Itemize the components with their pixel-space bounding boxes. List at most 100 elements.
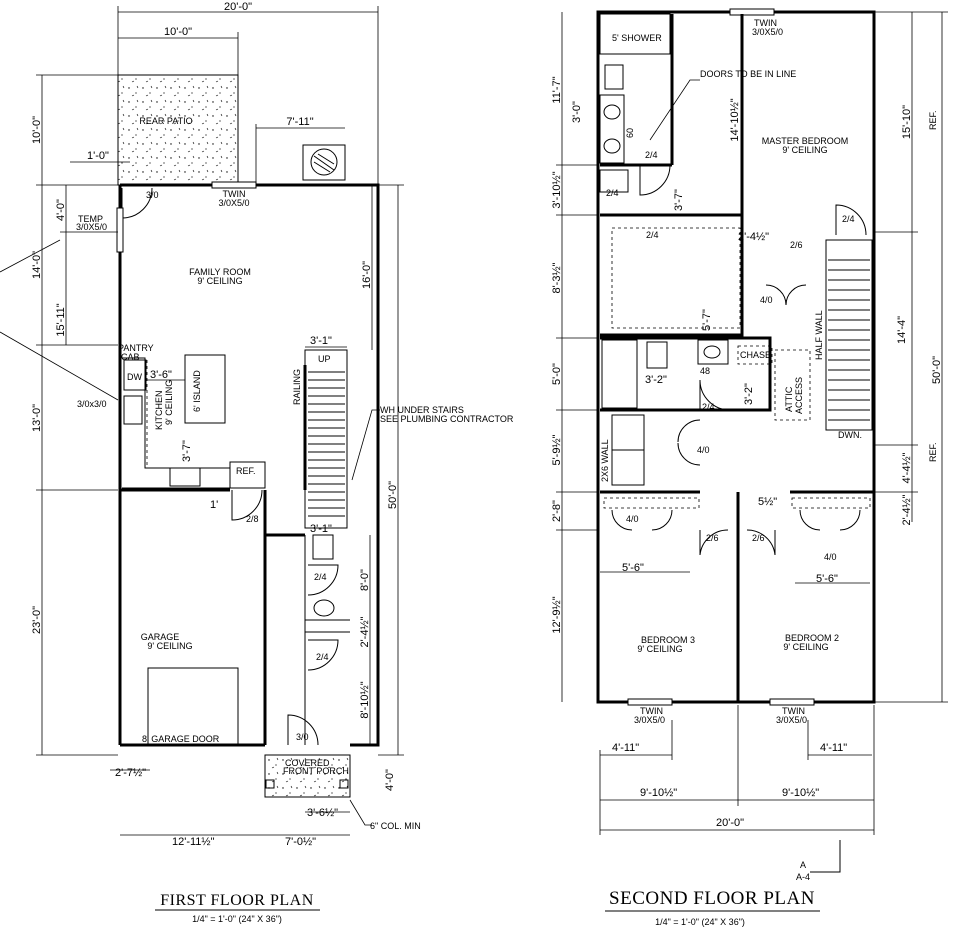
vanity-60: 60 xyxy=(625,128,635,138)
ff-dim-4-0: 4'-0" xyxy=(55,199,67,221)
sf-dim-4-11b: 4'-11" xyxy=(820,742,847,754)
sf-dim-11-7: 11'-7" xyxy=(551,76,563,103)
section-sheet: A-4 xyxy=(796,872,810,882)
wall-2x6-label: 2X6 WALL xyxy=(600,439,610,482)
sf-twin-window-b3 xyxy=(627,698,673,706)
sf-dim-2-8: 2'-8" xyxy=(551,500,563,522)
ff-temp-label: TEMP xyxy=(78,214,103,224)
garage-door-2-8 xyxy=(231,489,263,521)
mb-toilet xyxy=(604,64,624,90)
ff-sink xyxy=(313,599,335,617)
ff-toilet xyxy=(312,534,334,560)
sf-dim-4-11a: 4'-11" xyxy=(612,742,639,754)
garage-ceiling: 9' CEILING xyxy=(147,641,192,651)
ff-ac-offset-dim: 7'-11" xyxy=(286,116,313,128)
ff-dim-3-7: 3'-7" xyxy=(181,440,193,462)
ff-dim-12-11-5: 12'-11½" xyxy=(172,836,215,848)
half-wall-label: HALF WALL xyxy=(814,310,824,360)
second-floor-plan: TWIN 3/0X5/0 5' SHOWER 60 2/4 3'-0" DOOR… xyxy=(551,8,948,927)
ff-top-dimensions: 20'-0" 10'-0" 7'-11" 1'-0" xyxy=(70,1,379,185)
sf-dim-3-10-5: 3'-10½" xyxy=(551,171,563,208)
sf-dim-3-7: 3'-7" xyxy=(673,189,685,211)
sf-dim-3-2: 3'-2" xyxy=(645,374,667,386)
ff-dim-3-1b: 3'-1" xyxy=(310,523,332,535)
second-floor-title: SECOND FLOOR PLAN xyxy=(609,888,815,909)
vanity-48: 48 xyxy=(700,366,710,376)
sf-twin-top-label: TWIN xyxy=(754,18,777,28)
ff-patio-depth-dim: 10'-0" xyxy=(31,116,43,144)
sf-dim-3-2b: 3'-2" xyxy=(743,383,755,405)
ff-bottom-dimensions: 2'-7½" 3'-6½" 12'-11½" 7'-0½" xyxy=(110,767,350,848)
pantry-label: PANTRY xyxy=(118,343,154,353)
rear-patio-label: REAR PATIO xyxy=(139,116,192,126)
sf-door-2-4e: 2/4 xyxy=(702,402,715,412)
sf-door-2-6b: 2/6 xyxy=(706,533,719,543)
master-bedroom-label: MASTER BEDROOM xyxy=(762,136,849,146)
ff-dim-7-0-5: 7'-0½" xyxy=(285,836,316,848)
ff-dim-23-0: 23'-0" xyxy=(31,606,43,634)
sf-dim-12-9-5: 12'-9½" xyxy=(551,596,563,633)
sf-door-2-6a: 2/6 xyxy=(790,240,803,250)
island-label: 6' ISLAND xyxy=(192,370,202,412)
col-note: 6" COL. MIN xyxy=(370,821,421,831)
ff-twin-size: 3/0X5/0 xyxy=(218,198,249,208)
sf-dim-50-0: 50'-0" xyxy=(931,356,943,384)
cab-label: CAB xyxy=(121,352,140,362)
ff-window-3x3: 3/0x3/0 xyxy=(77,399,107,409)
ff-dim-15-11: 15'-11" xyxy=(55,303,67,336)
attic-access xyxy=(774,349,811,421)
family-room-label: FAMILY ROOM xyxy=(189,267,251,277)
walk-in-closet xyxy=(611,227,741,329)
wh-note-2: SEE PLUMBING CONTRACTOR xyxy=(380,414,514,424)
door-2-8-label: 2/8 xyxy=(246,514,259,524)
sf-door-4-0c: 4/0 xyxy=(626,514,639,524)
kitchen: PANTRY CAB DW 3/0x3/0 KITCHEN 9' CEILING… xyxy=(77,343,266,489)
ff-dim-4-0b: 4'-0" xyxy=(384,769,396,791)
front-door-label: 3/0 xyxy=(296,732,309,742)
sf-ref-1: REF. xyxy=(928,110,938,130)
master-bath: 5' SHOWER 60 2/4 3'-0" DOORS TO BE IN LI… xyxy=(571,13,796,196)
sf-twin-b3-label: TWIN xyxy=(640,706,663,716)
garage-door-label: 8' GARAGE DOOR xyxy=(142,734,220,744)
front-door xyxy=(287,714,319,746)
kitchen-ceiling: 9' CEILING xyxy=(164,380,174,425)
first-floor-title: FIRST FLOOR PLAN xyxy=(160,892,314,909)
sf-door-2-4c: 2/4 xyxy=(646,230,659,240)
sf-right-dimensions: 50'-0" 15'-10" REF. 4'-4½" REF. 2'-4½" xyxy=(874,11,948,703)
sf-dim-9-10-5b: 9'-10½" xyxy=(782,787,819,799)
sf-dim-5-9-5: 5'-9½" xyxy=(551,434,563,465)
ff-dim-1: 1' xyxy=(210,499,218,511)
sf-dim-5-6b: 5'-6" xyxy=(816,573,838,585)
sf-left-dimensions: 11'-7" 3'-10½" 8'-3½" 5'-0" 5'-9½" 2'-8"… xyxy=(551,12,598,702)
ff-dim-3-6: 3'-6" xyxy=(150,369,172,381)
hb-toilet xyxy=(646,341,668,369)
sf-dim-8-3-5: 8'-3½" xyxy=(551,262,563,293)
sf-door-2-4b: 2/4 xyxy=(606,188,619,198)
ff-overall-depth-dim: 50'-0" xyxy=(387,481,399,509)
sf-dim-2-4-5b: 2'-4½" xyxy=(901,494,913,525)
bathtub xyxy=(601,339,638,409)
master-ceiling: 9' CEILING xyxy=(782,145,827,155)
wh-note-1: WH UNDER STAIRS xyxy=(380,405,464,415)
ff-rear-door-label: 3/0 xyxy=(146,190,159,200)
sf-dim-2-4-5: 2'-4½" xyxy=(738,231,769,243)
ff-dim-8-10-5: 8'-10½" xyxy=(359,681,371,718)
sf-twin-b2-label: TWIN xyxy=(782,706,805,716)
porch-label-1: COVERED xyxy=(285,758,330,768)
ff-patio-width-dim: 10'-0" xyxy=(164,26,192,38)
refrigerator xyxy=(229,461,266,489)
sf-dim-4-4-5: 4'-4½" xyxy=(901,452,913,483)
attic-label-2: ACCESS xyxy=(794,377,804,414)
laundry: 2X6 WALL 4/0 xyxy=(600,414,710,486)
sf-dim-15-10: 15'-10" xyxy=(901,105,913,139)
sf-dim-5-6a: 5'-6" xyxy=(622,562,644,574)
sf-door-2-6c: 2/6 xyxy=(752,533,765,543)
sf-dim-5-7: 5'-7" xyxy=(701,309,713,331)
sf-twin-b3-size: 3/0X5/0 xyxy=(634,715,665,725)
shower-label: 5' SHOWER xyxy=(612,33,662,43)
sf-bottom-dimensions: 4'-11" 4'-11" 9'-10½" 9'-10½" 20'-0" xyxy=(599,705,875,835)
up-label: UP xyxy=(318,354,331,364)
sf-twin-b2-size: 3/0X5/0 xyxy=(776,715,807,725)
